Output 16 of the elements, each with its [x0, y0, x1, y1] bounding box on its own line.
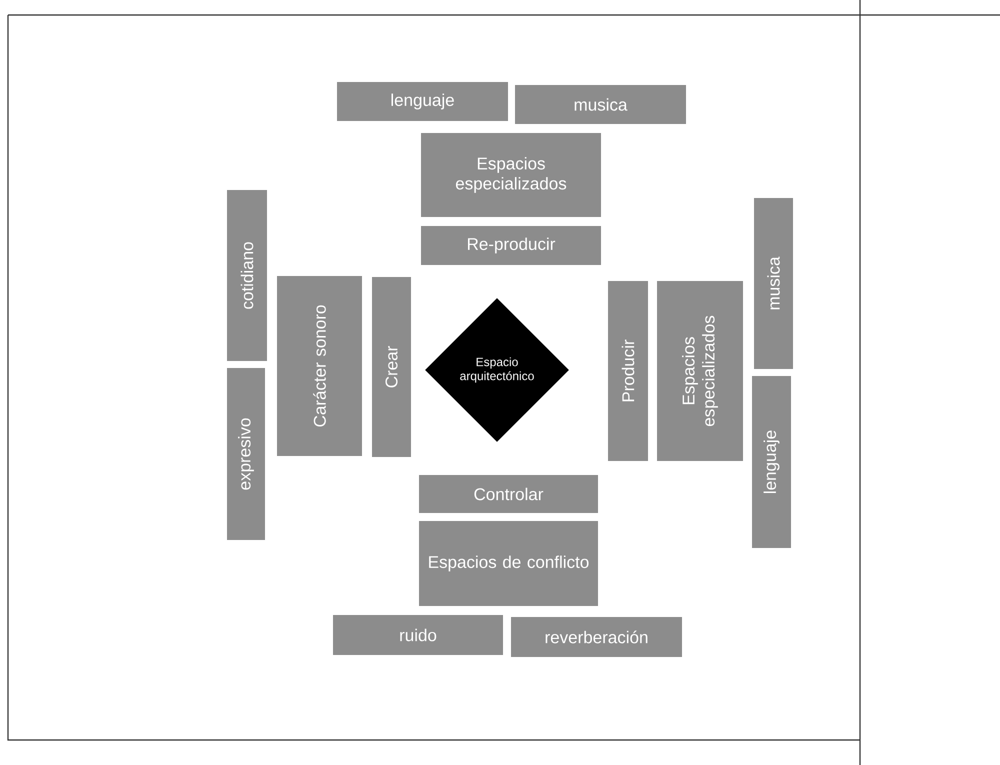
label-box: ruido — [333, 615, 503, 655]
rotated-label-box: cotidiano — [227, 190, 267, 361]
rotated-label-box: Espacios especializados — [657, 281, 744, 461]
rotated-label-box: Crear — [372, 277, 411, 457]
label-box: Espacios de conflicto — [419, 521, 598, 606]
rotated-label-box: musica — [754, 198, 793, 369]
rotated-label-box: Carácter sonoro — [277, 276, 362, 456]
rotated-label-box: expresivo — [227, 368, 265, 540]
label-box: Espacios especializados — [421, 133, 601, 217]
label-box: Controlar — [419, 475, 598, 513]
label-box: reverberación — [511, 617, 682, 657]
rotated-label-box: Producir — [608, 281, 648, 461]
label-box: musica — [515, 85, 686, 124]
label-box: lenguaje — [337, 82, 508, 121]
rotated-label-box: lenguaje — [752, 376, 792, 548]
label-box: Re-producir — [421, 226, 601, 265]
